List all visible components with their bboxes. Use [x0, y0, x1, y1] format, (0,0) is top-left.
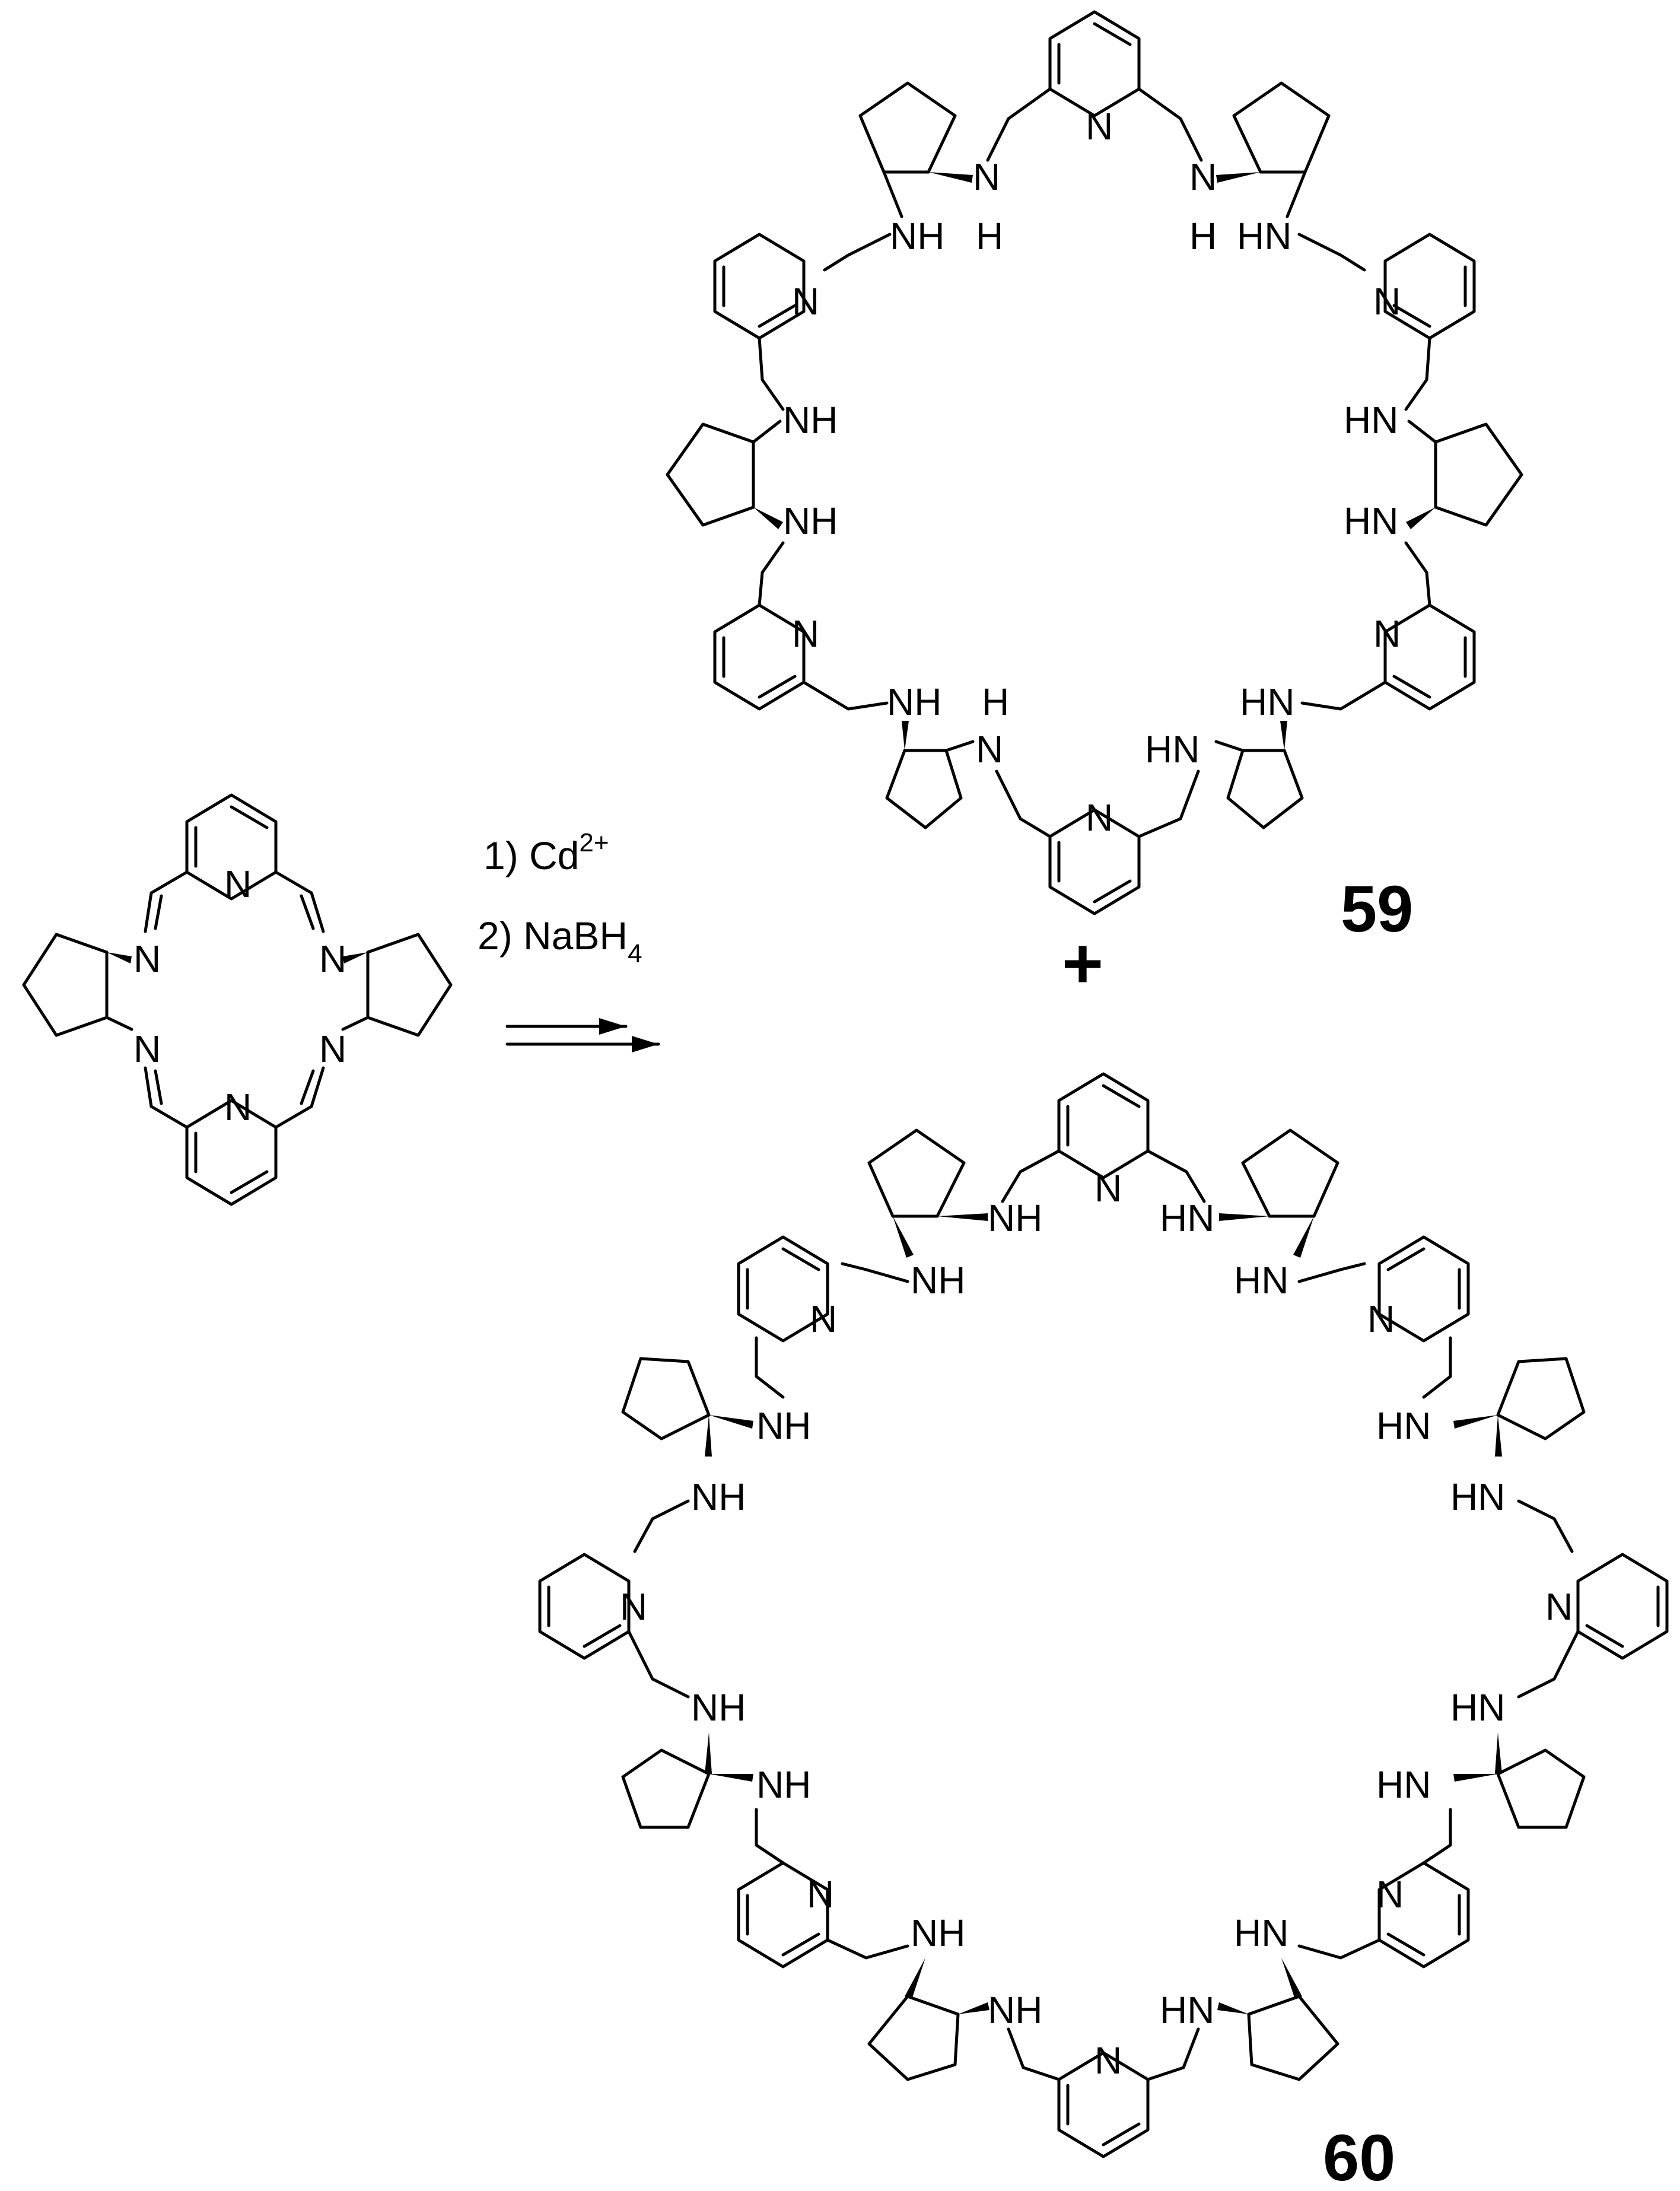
product-59-structure: N N H NH N H HN N N NH NH [666, 10, 1523, 915]
p59-pyridine-n-2: N [792, 280, 819, 323]
p60-pyridine-n-7: N [1376, 1873, 1404, 1916]
p60-hn-6: HN [1376, 1763, 1431, 1806]
p60-hn-4: HN [1450, 1475, 1505, 1518]
p59-pyridine-n-4: N [792, 612, 819, 655]
p60-pyridine-n-4: N [620, 1585, 647, 1628]
compound-label-60: 60 [1323, 2122, 1395, 2191]
p60-pyridine-n-8: N [1094, 2039, 1122, 2082]
p59-hn-1: HN [1237, 215, 1291, 257]
p59-nh-2: NH [783, 399, 838, 441]
p60-nh-7: NH [911, 1912, 965, 1954]
starting-imine-n-4: N [319, 1028, 346, 1070]
compound-label-59: 59 [1341, 873, 1413, 946]
starting-imine-n-2: N [319, 937, 346, 980]
starting-bottom-pyridine-n: N [224, 1086, 252, 1128]
p59-hn-5: HN [1240, 680, 1294, 723]
p59-pyridine-n-3: N [1373, 280, 1401, 323]
step-2-text: 2) NaBH4 [478, 914, 642, 968]
p60-nh-6: NH [756, 1763, 811, 1806]
p59-h-1: H [976, 215, 1003, 257]
p59-nh-4: NH [887, 680, 941, 723]
p59-nh-3: NH [783, 500, 838, 542]
p59-n-3: N [976, 728, 1003, 771]
equilibrium-arrow [505, 1018, 660, 1052]
p59-hn-3: HN [1344, 500, 1398, 542]
p59-n-2: N [1189, 155, 1217, 198]
reaction-conditions: 1) Cd2+ 2) NaBH4 [478, 828, 642, 968]
p60-hn-7: HN [1160, 1989, 1214, 2031]
p60-hn-3: HN [1376, 1404, 1431, 1447]
p60-hn-8: HN [1234, 1912, 1288, 1954]
p59-n-1: N [973, 155, 1000, 198]
p60-hn-5: HN [1450, 1686, 1505, 1729]
p60-nh-3: NH [756, 1404, 811, 1447]
p59-pyridine-n-1: N [1086, 105, 1113, 148]
p59-hn-4: HN [1145, 728, 1199, 771]
starting-top-pyridine-n: N [224, 863, 252, 905]
p60-nh-1: NH [988, 1197, 1042, 1239]
p59-pyridine-n-5: N [1373, 612, 1401, 655]
p60-hn-1: HN [1160, 1197, 1214, 1239]
p59-nh-1: NH [890, 215, 944, 257]
p59-pyridine-n-6: N [1086, 796, 1113, 839]
p60-nh-2: NH [911, 1259, 965, 1302]
starting-imine-n-1: N [133, 937, 161, 980]
p60-pyridine-n-5: N [1545, 1585, 1573, 1628]
p60-nh-8: NH [988, 1989, 1042, 2031]
p60-pyridine-n-2: N [810, 1298, 837, 1340]
p59-h-2: H [1189, 215, 1217, 257]
starting-imine-n-3: N [133, 1028, 161, 1070]
p59-hn-2: HN [1344, 399, 1398, 441]
starting-macrocycle: N N N N N N [22, 793, 453, 1206]
step-1-text: 1) Cd2+ [483, 828, 609, 877]
plus-sign: + [1062, 924, 1103, 1003]
p60-pyridine-n-1: N [1094, 1167, 1122, 1210]
p60-pyridine-n-6: N [807, 1873, 834, 1916]
p60-pyridine-n-3: N [1367, 1298, 1395, 1340]
p60-nh-5: NH [691, 1686, 746, 1729]
p59-h-3: H [982, 680, 1009, 723]
product-60-structure: N NH NH HN HN N N NH NH [538, 1072, 1669, 2158]
p60-nh-4: NH [691, 1475, 746, 1518]
p60-hn-2: HN [1234, 1259, 1288, 1302]
